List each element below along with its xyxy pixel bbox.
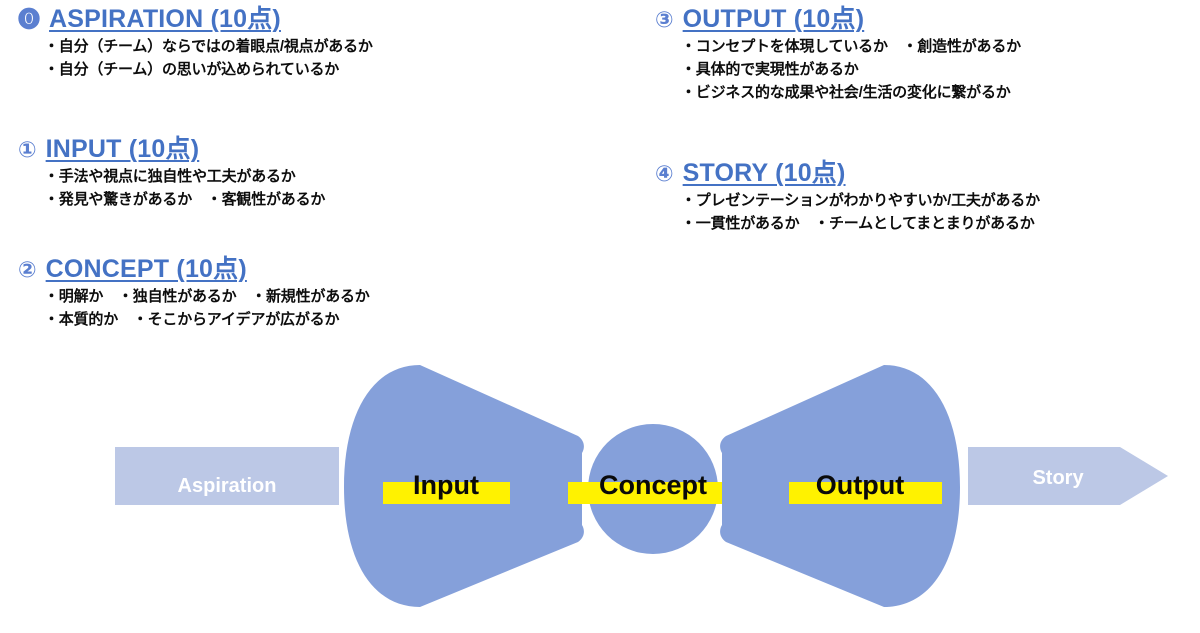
output-highlight-bar xyxy=(789,482,942,504)
diagram-stage-output: Output xyxy=(720,365,960,607)
criteria-marker-icon: ① xyxy=(18,137,37,162)
criteria-line: ・具体的で実現性があるか xyxy=(681,61,859,79)
criteria-lines: ・コンセプトを体現しているか ・創造性があるか ・具体的で実現性があるか ・ビジ… xyxy=(681,36,1021,104)
input-label: Input xyxy=(413,470,479,500)
criteria-block-story: ④ STORY (10点) ・プレゼンテーションがわかりやすいか/工夫があるか … xyxy=(655,160,1040,236)
criteria-marker-icon: ④ xyxy=(655,161,674,186)
process-flow-diagram: Aspiration Input Concept Output Story xyxy=(0,352,1200,633)
criteria-line: ・明解か ・独自性があるか ・新規性があるか xyxy=(44,288,370,306)
concept-highlight-bar xyxy=(568,482,734,504)
diagram-stage-input: Input xyxy=(344,365,584,607)
criteria-lines: ・プレゼンテーションがわかりやすいか/工夫があるか ・一貫性があるか ・チームと… xyxy=(681,190,1040,236)
aspiration-label: Aspiration xyxy=(178,475,277,497)
criteria-title: OUTPUT (10点) xyxy=(682,5,865,33)
criteria-title: ASPIRATION (10点) xyxy=(49,5,281,33)
story-arrow-shape xyxy=(968,447,1168,505)
criteria-marker-icon: ③ xyxy=(655,7,674,32)
criteria-heading: ③ OUTPUT (10点) xyxy=(655,5,1021,33)
criteria-line: ・コンセプトを体現しているか ・創造性があるか xyxy=(681,38,1021,56)
output-label: Output xyxy=(816,470,904,500)
criteria-title: CONCEPT (10点) xyxy=(45,255,247,283)
concept-label: Concept xyxy=(599,470,707,500)
criteria-line: ・自分（チーム）ならではの着眼点/視点があるか xyxy=(44,38,373,56)
criteria-line: ・発見や驚きがあるか ・客観性があるか xyxy=(44,191,326,209)
criteria-lines: ・自分（チーム）ならではの着眼点/視点があるか ・自分（チーム）の思いが込められ… xyxy=(44,36,373,82)
criteria-block-output: ③ OUTPUT (10点) ・コンセプトを体現しているか ・創造性があるか ・… xyxy=(655,6,1021,105)
diagram-stage-story: Story xyxy=(968,447,1168,505)
criteria-lines: ・明解か ・独自性があるか ・新規性があるか ・本質的か ・そこからアイデアが広… xyxy=(44,286,370,332)
criteria-heading: ① INPUT (10点) xyxy=(18,135,325,163)
criteria-title: STORY (10点) xyxy=(682,159,846,187)
criteria-block-aspiration: ⓿ ASPIRATION (10点) ・自分（チーム）ならではの着眼点/視点があ… xyxy=(18,6,373,82)
criteria-heading: ④ STORY (10点) xyxy=(655,159,1040,187)
criteria-block-concept: ② CONCEPT (10点) ・明解か ・独自性があるか ・新規性があるか ・… xyxy=(18,256,370,332)
criteria-line: ・手法や視点に独自性や工夫があるか xyxy=(44,168,296,186)
criteria-line: ・自分（チーム）の思いが込められているか xyxy=(44,61,340,79)
input-highlight-bar xyxy=(383,482,510,504)
criteria-line: ・本質的か ・そこからアイデアが広がるか xyxy=(44,311,340,329)
criteria-title: INPUT (10点) xyxy=(45,135,200,163)
criteria-line: ・ビジネス的な成果や社会/生活の変化に繋がるか xyxy=(681,83,1011,101)
aspiration-bar-shape xyxy=(115,447,339,505)
criteria-block-input: ① INPUT (10点) ・手法や視点に独自性や工夫があるか ・発見や驚きがあ… xyxy=(18,136,325,212)
criteria-heading: ② CONCEPT (10点) xyxy=(18,255,370,283)
criteria-line: ・プレゼンテーションがわかりやすいか/工夫があるか xyxy=(681,192,1040,210)
criteria-line: ・一貫性があるか ・チームとしてまとまりがあるか xyxy=(681,215,1035,233)
story-label: Story xyxy=(1032,467,1084,489)
criteria-marker-icon: ⓿ xyxy=(18,7,41,32)
criteria-lines: ・手法や視点に独自性や工夫があるか ・発見や驚きがあるか ・客観性があるか xyxy=(44,166,325,212)
criteria-heading: ⓿ ASPIRATION (10点) xyxy=(18,5,373,33)
diagram-stage-aspiration: Aspiration xyxy=(115,447,339,505)
criteria-marker-icon: ② xyxy=(18,257,37,282)
diagram-stage-concept: Concept xyxy=(568,424,734,554)
